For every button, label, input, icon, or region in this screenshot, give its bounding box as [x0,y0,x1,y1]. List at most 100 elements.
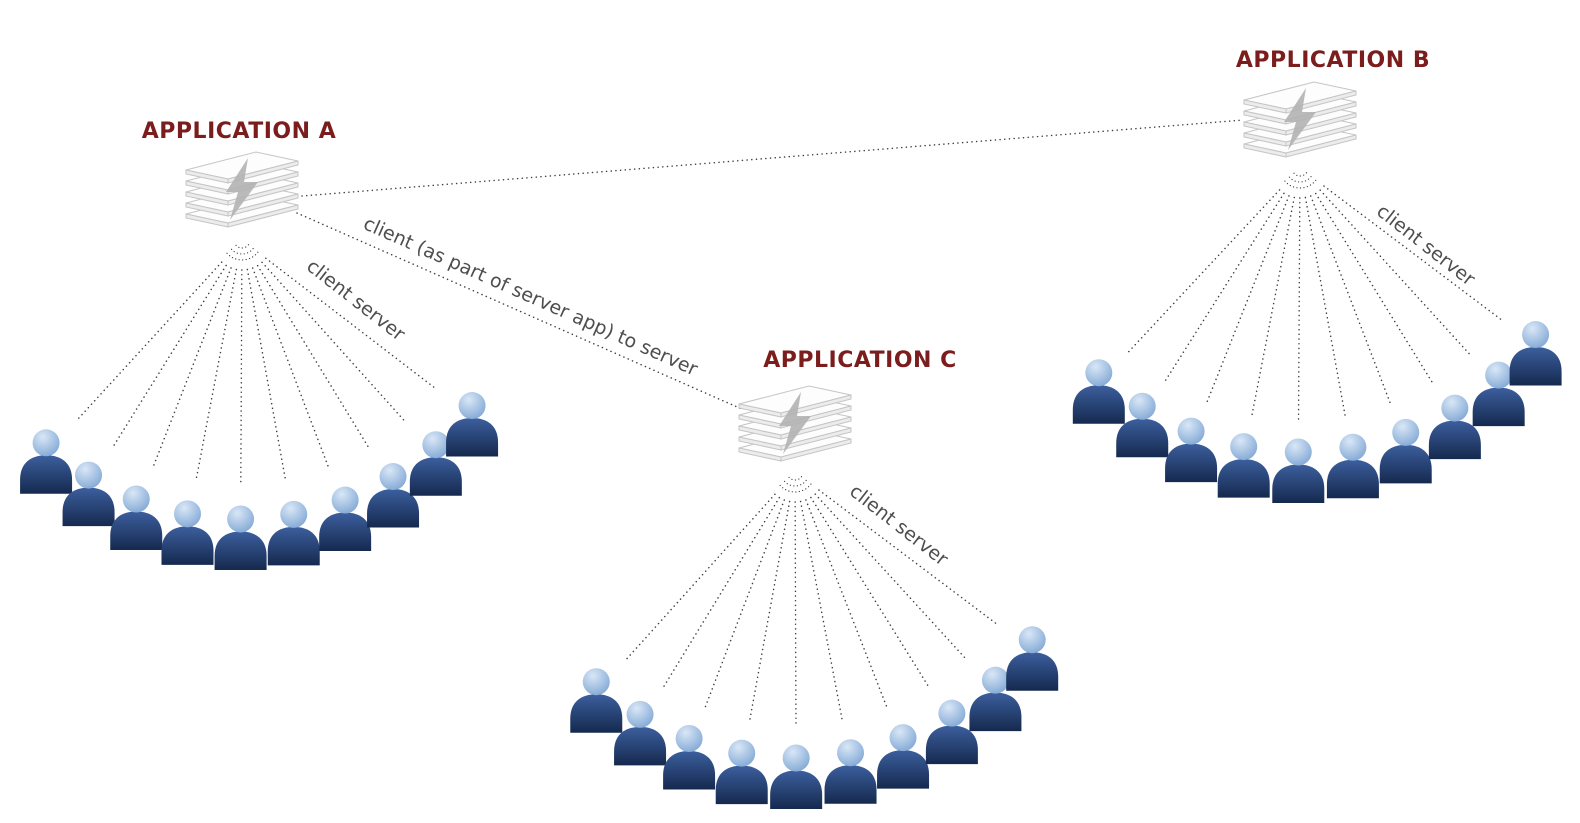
client-person-icon [1072,359,1125,424]
client-person-icon [267,500,320,566]
connection-line-a-c [296,212,745,411]
client-person-icon [1379,418,1432,484]
client-person-icon [409,431,462,496]
person-body [110,511,163,551]
client-link-line [240,269,243,487]
person-head [1485,361,1513,389]
cluster-application-b: APPLICATION B client server [1072,48,1562,503]
client-person-icon [62,461,115,527]
client-person-icon [367,463,420,528]
client-person-icon [161,500,214,565]
person-body [1072,385,1125,424]
client-link-line [261,261,408,424]
client-person-icon [214,505,267,570]
client-person-icon [1272,438,1325,503]
signal-arc [1293,171,1308,177]
person-body [1116,418,1169,458]
person-head [1441,394,1469,422]
person-body [1272,464,1325,503]
client-person-icon [446,392,499,457]
client-link-line [624,493,776,661]
person-head [1128,392,1156,420]
person-head [889,724,917,752]
signal-arc [1284,177,1318,189]
client-link-line [794,501,797,726]
person-body [214,531,267,570]
client-link-line [1323,185,1502,320]
client-link-line [195,268,238,483]
person-body [1326,459,1379,499]
connection-line-a-b [301,119,1244,197]
client-link-line [265,257,438,391]
client-link-line [810,496,930,688]
client-link-line [704,499,786,710]
person-head [1177,417,1205,445]
person-body [715,765,768,805]
fan-label-a: client server [302,255,409,345]
client-person-icon [1006,626,1059,691]
person-head [1392,418,1420,446]
client-person-icon [824,739,877,804]
person-body [969,692,1022,732]
client-person-icon [1116,392,1169,458]
person-body [1428,420,1481,460]
client-link-line [814,493,967,660]
person-head [1018,626,1046,654]
client-person-icon [770,744,823,809]
client-link-line [1165,192,1285,381]
person-body [770,770,823,809]
signal-arc [779,481,813,493]
client-person-icon [1326,433,1379,499]
client-person-icon [925,699,978,765]
person-head [782,744,810,772]
person-body [20,455,73,494]
client-person-icon [20,429,73,494]
person-body [925,725,978,765]
client-link-line [1310,195,1391,404]
application-b-title: APPLICATION B [1236,48,1430,73]
client-link-line [246,268,287,483]
cluster-application-c: APPLICATION C client server [570,348,1059,809]
person-head [173,500,201,528]
connection-a-c-label: client (as part of server app) to server [360,213,701,381]
person-body [570,694,623,733]
person-head [626,700,654,728]
person-head [227,505,255,533]
person-head [379,463,407,491]
person-head [458,392,486,420]
client-link-line [818,489,998,626]
person-head [422,431,450,459]
person-body [824,765,877,804]
client-link-line [111,264,227,450]
client-link-line [151,267,232,470]
person-head [75,461,103,489]
client-person-icon [663,724,716,790]
application-c-title: APPLICATION C [763,348,957,373]
person-body [1472,387,1525,427]
client-link-line [1128,189,1281,353]
client-person-icon [1217,433,1270,498]
client-link-line [1297,197,1301,420]
signal-arc [226,249,260,261]
person-body [1379,444,1432,484]
person-head [1085,359,1113,387]
person-head [32,429,60,457]
client-link-line [662,496,781,689]
server-stack-icon [1243,81,1357,158]
person-body [319,512,372,552]
person-body [1217,459,1270,498]
person-head [981,666,1009,694]
person-body [367,489,420,528]
person-body [267,526,320,566]
client-person-icon [1509,321,1562,386]
client-link-line [805,499,888,709]
person-head [728,739,756,767]
client-link-line [799,500,844,722]
client-person-icon [1472,361,1525,427]
server-stack-icon [738,385,852,462]
person-head [122,485,150,513]
server-stack-icon [185,151,299,228]
cluster-application-a: APPLICATION A client server [20,119,499,570]
person-head [1284,438,1312,466]
